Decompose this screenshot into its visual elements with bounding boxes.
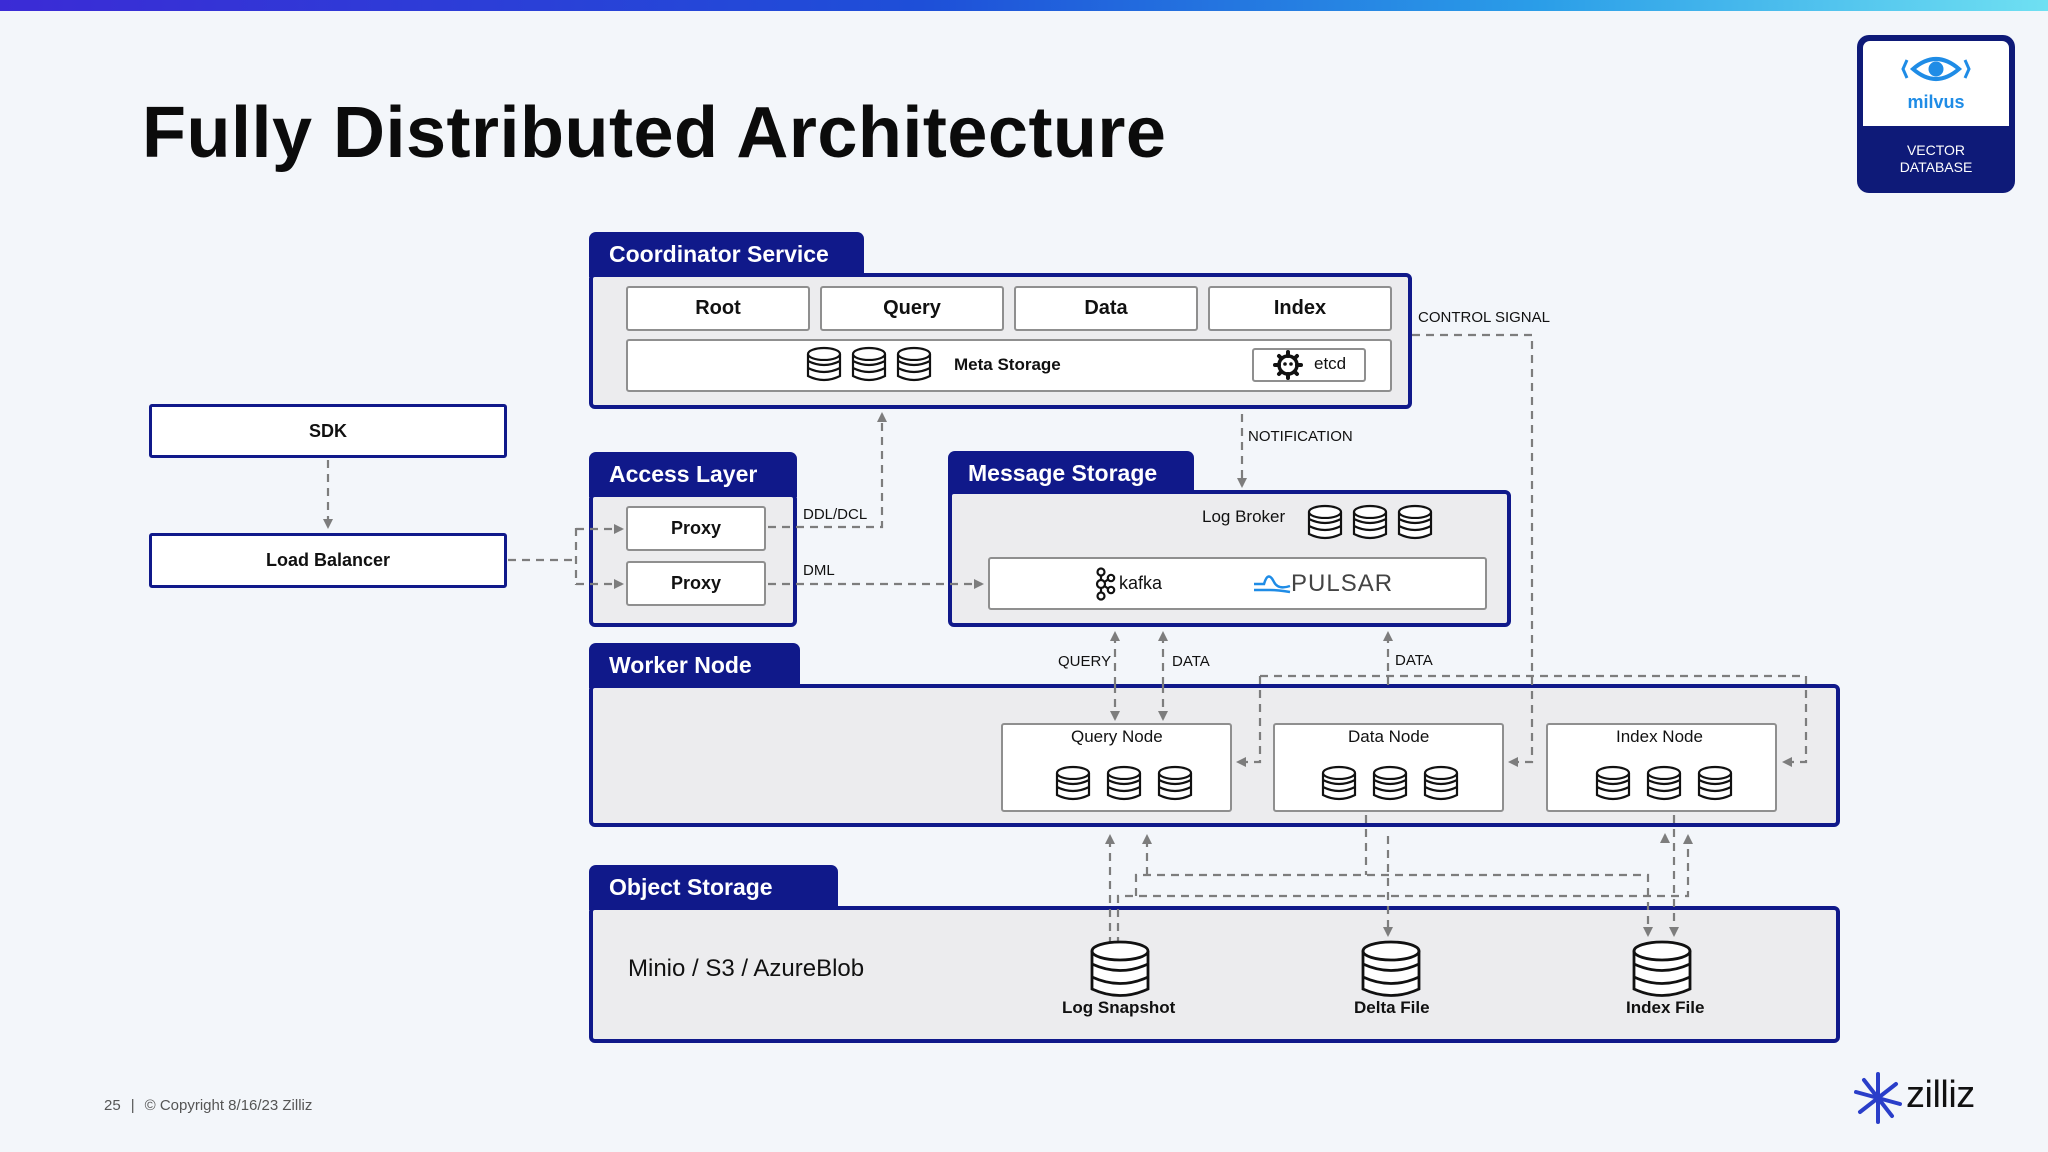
data-flow-label-2: DATA [1395,652,1433,669]
top-gradient-bar [0,0,2048,11]
proxy-2-cell: Proxy [626,561,766,606]
log-broker-label: Log Broker [1202,507,1286,526]
query-cell: Query [820,286,1004,331]
data-cell: Data [1014,286,1198,331]
root-cell: Root [626,286,810,331]
broker-db-icon-3 [1397,504,1433,540]
zilliz-word: zilliz [1906,1074,1975,1116]
index-cell: Index [1208,286,1392,331]
footer-separator: | [130,1097,135,1114]
broker-cell [988,557,1487,610]
delta-file-db-icon [1361,940,1421,997]
query-node-db-3 [1157,765,1193,801]
data-node-db-2 [1372,765,1408,801]
meta-db-icon-3 [896,346,932,382]
broker-db-icon-1 [1307,504,1343,540]
query-flow-label: QUERY [1058,653,1112,670]
data-node-db-1 [1321,765,1357,801]
index-file-label: Index File [1626,998,1705,1017]
query-node-db-2 [1106,765,1142,801]
meta-db-icon-2 [851,346,887,382]
index-node-db-2 [1646,765,1682,801]
page-title: Fully Distributed Architecture [142,93,1167,173]
etcd-label: etcd [1314,354,1347,373]
proxy-1-cell: Proxy [626,506,766,551]
index-node-db-3 [1697,765,1733,801]
index-node-db-1 [1595,765,1631,801]
sdk-label: SDK [308,420,347,441]
coordinator-tab: Coordinator Service [589,232,864,277]
ddl-dcl-label: DDL/DCL [803,506,868,523]
badge-top: milvus [1863,41,2009,126]
data-flow-label-1: DATA [1172,653,1210,670]
log-snapshot-label: Log Snapshot [1062,998,1176,1017]
notification-label: NOTIFICATION [1248,428,1353,445]
load-balancer-box: Load Balancer [149,533,507,588]
sdk-box: SDK [149,404,507,458]
badge-line2: DATABASE [1899,159,1973,175]
dml-label: DML [803,562,835,579]
worker-tab: Worker Node [589,643,800,688]
query-node-label: Query Node [1071,727,1163,746]
kafka-label: kafka [1119,573,1163,593]
badge-subtitle: VECTOR DATABASE [1860,142,2012,176]
storage-backends-label: Minio / S3 / AzureBlob [628,955,865,982]
pulsar-label: PULSAR [1291,570,1394,597]
load-balancer-label: Load Balancer [265,550,391,570]
log-snapshot-db-icon [1090,940,1150,997]
zilliz-star-icon [1854,1072,1902,1124]
badge-brand: milvus [1907,92,1965,112]
object-section [589,906,1840,1043]
page-number: 25 [104,1097,121,1114]
copyright: © Copyright 8/16/23 Zilliz [144,1097,313,1114]
eye-icon [1901,57,1971,81]
etcd-icon [1273,350,1303,380]
data-node-db-3 [1423,765,1459,801]
badge-line1: VECTOR [1906,142,1966,158]
message-tab: Message Storage [948,451,1194,496]
pulsar-icon [1254,575,1291,594]
index-node-label: Index Node [1616,727,1703,746]
control-signal-label: CONTROL SIGNAL [1418,309,1550,326]
etcd-cell [1252,348,1366,382]
meta-db-icon-1 [806,346,842,382]
milvus-badge: milvus VECTOR DATABASE [1860,38,2012,190]
object-tab: Object Storage [589,865,838,910]
footer: 25 | © Copyright 8/16/23 Zilliz [104,1097,312,1114]
kafka-icon [1095,567,1116,601]
broker-db-icon-2 [1352,504,1388,540]
access-tab: Access Layer [589,452,797,497]
data-node-label: Data Node [1348,727,1430,746]
index-file-db-icon [1632,940,1692,997]
meta-storage-label: Meta Storage [954,355,1061,374]
query-node-db-1 [1055,765,1091,801]
delta-file-label: Delta File [1354,998,1430,1017]
